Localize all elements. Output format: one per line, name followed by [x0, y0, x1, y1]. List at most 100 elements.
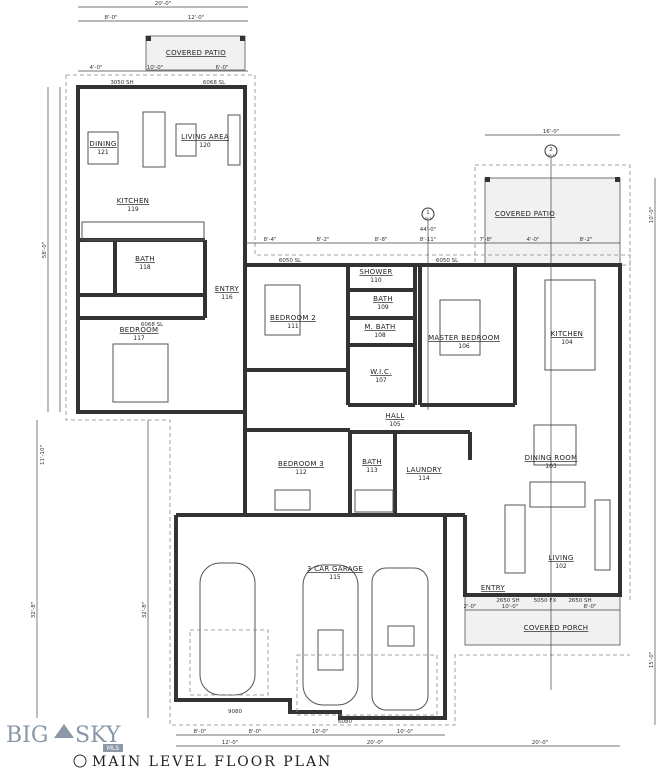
plan-label: 32'-8": [142, 602, 148, 619]
plan-label: 8'-0": [104, 15, 117, 21]
plan-label: SKY: [75, 723, 121, 748]
plan-label: 16'-0": [543, 129, 560, 135]
plan-label: 12'-0": [188, 15, 205, 21]
plan-label: 103: [545, 463, 557, 470]
plan-label: 115: [329, 574, 341, 581]
plan-label: 111: [287, 323, 299, 330]
plan-label: 105: [389, 421, 401, 428]
plan-label: W.I.C.: [370, 368, 392, 376]
plan-label: 1: [426, 210, 430, 216]
plan-label: COVERED PORCH: [524, 624, 589, 632]
room-covered-porch: COVERED PORCH: [524, 624, 589, 632]
plan-label: 109: [377, 304, 389, 311]
plan-label: 8'-11": [420, 237, 437, 243]
plan-label: 10'-0": [397, 729, 414, 735]
plan-label: 112: [295, 469, 307, 476]
opening-labels: 3050 SH 6068 SL 6050 SL 6050 SL 6068 SL …: [110, 80, 591, 725]
plan-label: 9080: [228, 709, 242, 715]
plan-label: 8'-8": [374, 237, 387, 243]
plan-label: LAUNDRY: [406, 466, 442, 474]
plan-label: MASTER BEDROOM: [428, 334, 500, 342]
room-entry: ENTRY101: [481, 584, 506, 592]
adu-covered-patio-slab: [145, 35, 246, 71]
plan-label: COVERED PATIO: [166, 49, 226, 57]
plan-title-marker: [73, 754, 87, 768]
plan-label: 121: [97, 149, 109, 156]
plan-label: BEDROOM 3: [278, 460, 324, 468]
plan-label: BATH: [373, 295, 393, 303]
plan-label: 15'-0": [649, 652, 655, 669]
plan-label: 106: [458, 343, 470, 350]
plan-label: 8'-2": [579, 237, 592, 243]
plan-label: BATH: [362, 458, 382, 466]
plan-label: 10'-0": [649, 207, 655, 224]
plan-label: BEDROOM 2: [270, 314, 316, 322]
plan-label: 6'-0": [215, 65, 228, 71]
plan-label: 12'-0": [222, 740, 239, 746]
covered-porch-slab: [464, 594, 621, 646]
plan-label: 108: [374, 332, 386, 339]
plan-label: 117: [133, 335, 145, 342]
plan-label: KITCHEN: [551, 330, 583, 338]
plan-label: 20'-0": [367, 740, 384, 746]
plan-label: LIVING AREA: [181, 133, 229, 141]
plan-label: 104: [561, 339, 573, 346]
plan-label: DINING ROOM: [525, 454, 578, 462]
plan-label: 44'-0": [420, 227, 437, 233]
plan-label: 3 CAR GARAGE: [307, 565, 363, 573]
plan-label: BIG: [6, 723, 48, 748]
car-middle: [302, 564, 359, 706]
plan-label: 110: [370, 277, 382, 284]
plan-label: 6050 SL: [279, 258, 302, 264]
plan-label: BEDROOM: [120, 326, 159, 334]
plan-label: SHOWER: [359, 268, 392, 276]
plan-label: 10'-0": [502, 604, 519, 610]
plan-label: 6068 SL: [203, 80, 226, 86]
plan-label: 58'-0": [42, 242, 48, 259]
room-adu-patio: COVERED PATIO: [166, 49, 226, 57]
plan-title-backing: [70, 752, 330, 768]
plan-label: A4.1: [548, 153, 555, 157]
plan-label: BATH: [135, 255, 155, 263]
room-wic: W.I.C.107: [370, 368, 392, 384]
room-covered-patio: COVERED PATIO: [495, 210, 555, 218]
plan-label: 2: [549, 147, 553, 153]
plan-label: 102: [555, 563, 567, 570]
plan-label: 3050 SH: [110, 80, 133, 86]
plan-label: COVERED PATIO: [495, 210, 555, 218]
plan-label: 8'-0": [193, 729, 206, 735]
plan-label: ENTRY: [481, 584, 506, 592]
plan-label: 113: [366, 467, 378, 474]
plan-label: 119: [127, 206, 139, 213]
plan-label: M. BATH: [364, 323, 395, 331]
plan-label: 4'-0": [526, 237, 539, 243]
car-left: [199, 562, 256, 696]
plan-label: 2650 SH: [568, 598, 591, 604]
car-right: [371, 567, 429, 711]
covered-patio-slab: [484, 177, 621, 266]
plan-label: 120: [199, 142, 211, 149]
plan-label: 4'-0": [89, 65, 102, 71]
plan-label: 8'-0": [248, 729, 261, 735]
plan-label: 2650 SH: [496, 598, 519, 604]
plan-label: A4.1: [425, 216, 432, 220]
plan-label: 118: [139, 264, 151, 271]
plan-label: 5050 FX: [534, 598, 557, 604]
plan-label: ENTRY: [215, 285, 240, 293]
